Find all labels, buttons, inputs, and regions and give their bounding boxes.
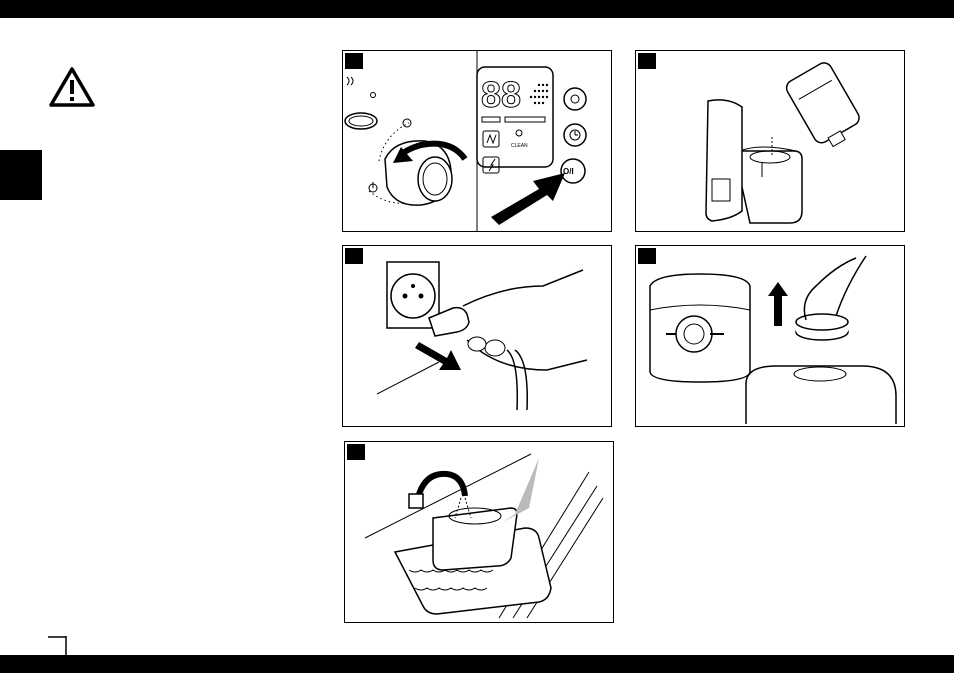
- page-corner-mark: [48, 636, 68, 656]
- top-band: [0, 0, 954, 18]
- warning-triangle-icon: [48, 66, 96, 108]
- control-panel-illustration: 88 CLEAN O/I: [343, 51, 611, 231]
- figure-unplug: [342, 245, 612, 427]
- figure-control-panel: 88 CLEAN O/I: [342, 50, 612, 232]
- language-side-tab: [0, 150, 42, 200]
- bottom-band: [0, 655, 954, 673]
- figure-rinse: [344, 441, 614, 623]
- rinse-illustration: [345, 442, 613, 622]
- clean-label: CLEAN: [511, 143, 528, 149]
- power-button-label: O/I: [563, 167, 574, 176]
- remove-cap-illustration: [636, 246, 904, 426]
- figure-remove-cap: [635, 245, 905, 427]
- display-digits: 88: [481, 74, 521, 115]
- figure-fill-water: [635, 50, 905, 232]
- fill-water-illustration: [636, 51, 904, 231]
- unplug-illustration: [343, 246, 611, 426]
